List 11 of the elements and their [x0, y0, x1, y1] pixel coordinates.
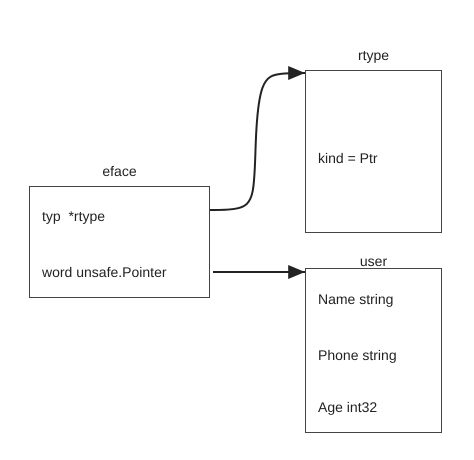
field-label: Phone string	[318, 347, 397, 363]
arrow	[210, 66, 305, 211]
struct-name: eface	[101, 163, 138, 179]
field-label: typ *rtype	[42, 208, 106, 224]
field-label: word unsafe.Pointer	[42, 264, 167, 280]
field-label: Age int32	[318, 399, 378, 415]
field-label: kind = Ptr	[318, 150, 378, 166]
field-label: Name string	[318, 291, 394, 307]
struct-name: user	[358, 253, 388, 269]
arrow	[213, 265, 305, 279]
struct-name: rtype	[356, 47, 390, 63]
